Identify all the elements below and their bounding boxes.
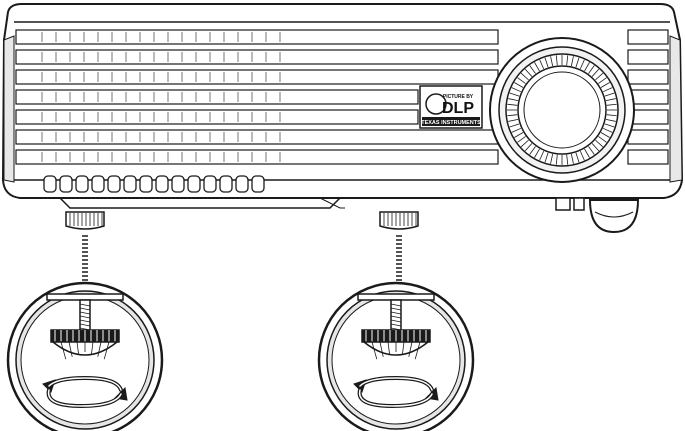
vent-slot	[59, 175, 73, 193]
vent-slot	[203, 175, 217, 193]
right-foot	[379, 211, 419, 230]
projector-base	[59, 197, 640, 234]
vent-slot	[171, 175, 185, 193]
grille-bar	[15, 129, 669, 145]
detail-circle-left	[6, 281, 164, 431]
adjustable-foot-icon	[357, 293, 435, 360]
left-foot	[65, 211, 105, 230]
vent-slot	[91, 175, 105, 193]
grille-bar	[15, 149, 669, 165]
vent-slot	[235, 175, 249, 193]
vent-slot	[251, 175, 265, 193]
lens-assembly	[489, 37, 635, 183]
vent-slot	[107, 175, 121, 193]
grille-bar	[15, 49, 669, 65]
vent-slot	[43, 175, 57, 193]
vent-slot-row	[43, 175, 265, 193]
vent-slot	[139, 175, 153, 193]
grille-bar	[15, 29, 669, 45]
leader-line-right	[396, 235, 402, 289]
rotate-arrows-icon	[353, 375, 439, 409]
leader-line-left	[82, 235, 88, 289]
rotate-arrows-icon	[42, 375, 128, 409]
grille-bar	[15, 109, 669, 125]
vent-slot	[219, 175, 233, 193]
grille-bar	[15, 89, 669, 105]
vent-slot	[75, 175, 89, 193]
logo-tagline: PICTURE BY	[443, 94, 474, 100]
vent-slot	[155, 175, 169, 193]
logo-mark: DLP	[442, 100, 474, 117]
logo-maker: TEXAS INSTRUMENTS	[421, 120, 481, 126]
vent-slot	[123, 175, 137, 193]
adjustable-foot-icon	[46, 293, 124, 360]
dlp-logo-badge: PICTURE BY DLP TEXAS INSTRUMENTS	[419, 85, 483, 129]
detail-circle-right	[317, 281, 475, 431]
vent-slot	[187, 175, 201, 193]
